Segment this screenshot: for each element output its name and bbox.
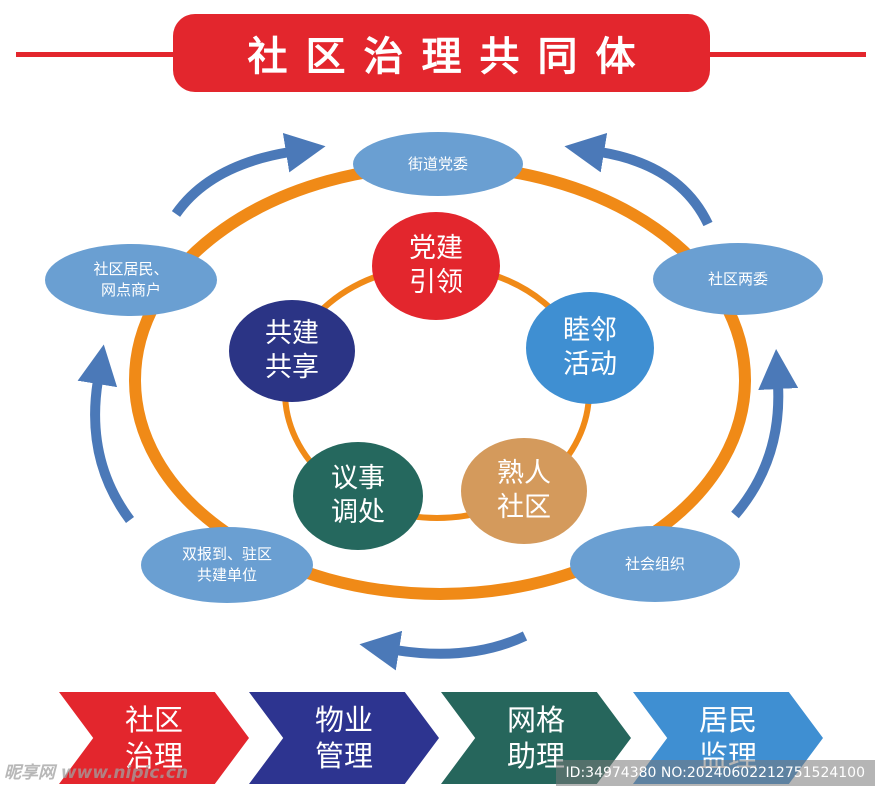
cycle-arrow-bottom [359,630,528,671]
node-street-party-committee: 街道党委 [353,132,523,196]
node-residents-merchants: 社区居民、 网点商户 [45,244,217,316]
cycle-arrow-right [731,349,799,519]
node-party-building: 党建 引领 [372,212,500,320]
node-co-build-share: 共建 共享 [229,300,355,402]
node-community-committees: 社区两委 [653,243,823,315]
node-social-organizations: 社会组织 [570,526,740,602]
cycle-arrow-left [77,344,135,523]
step-property-management: 物业 管理 [249,692,439,784]
page-title: 社区治理共同体 [173,14,710,92]
node-neighborhood-activities: 睦邻 活动 [526,292,654,404]
node-co-building-units: 双报到、驻区 共建单位 [141,527,313,603]
watermark-site: 昵享网 www.nipic.cn [4,763,189,783]
title-line-right [708,52,866,57]
title-line-left [16,52,176,57]
node-deliberation-mediation: 议事 调处 [293,442,423,550]
cycle-arrow-top-left [171,132,326,217]
cycle-arrow-top-right [564,132,713,227]
node-acquaintance-community: 熟人 社区 [461,438,587,544]
watermark-id: ID:34974380 NO:20240602212751524100 [555,760,875,786]
